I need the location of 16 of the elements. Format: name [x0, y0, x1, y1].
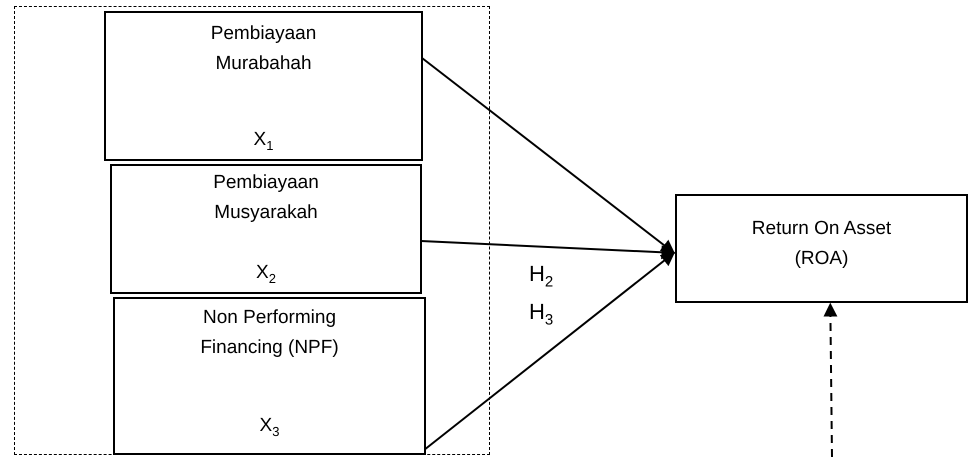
variable-name: Pembiayaan Murabahah — [210, 22, 318, 76]
variable-box — [110, 164, 422, 294]
variable-symbol: X$_{1}$ — [252, 128, 274, 155]
arrow — [823, 302, 838, 457]
variable-name: Non Performing Financing (NPF) — [199, 306, 340, 360]
variable-box — [113, 297, 426, 455]
variable-symbol: X$_{3}$ — [258, 414, 280, 441]
variable-box — [104, 11, 423, 161]
arrow — [421, 57, 676, 254]
arrow — [424, 252, 676, 450]
variable-symbol: X$_{2}$ — [255, 261, 277, 288]
dashed-group-frame — [14, 6, 490, 455]
variable-name: Return On Asset (ROA) — [750, 217, 892, 271]
variable-name: Pembiayaan Musyarakah — [212, 171, 320, 225]
arrow — [420, 240, 676, 260]
variable-box — [675, 194, 968, 303]
